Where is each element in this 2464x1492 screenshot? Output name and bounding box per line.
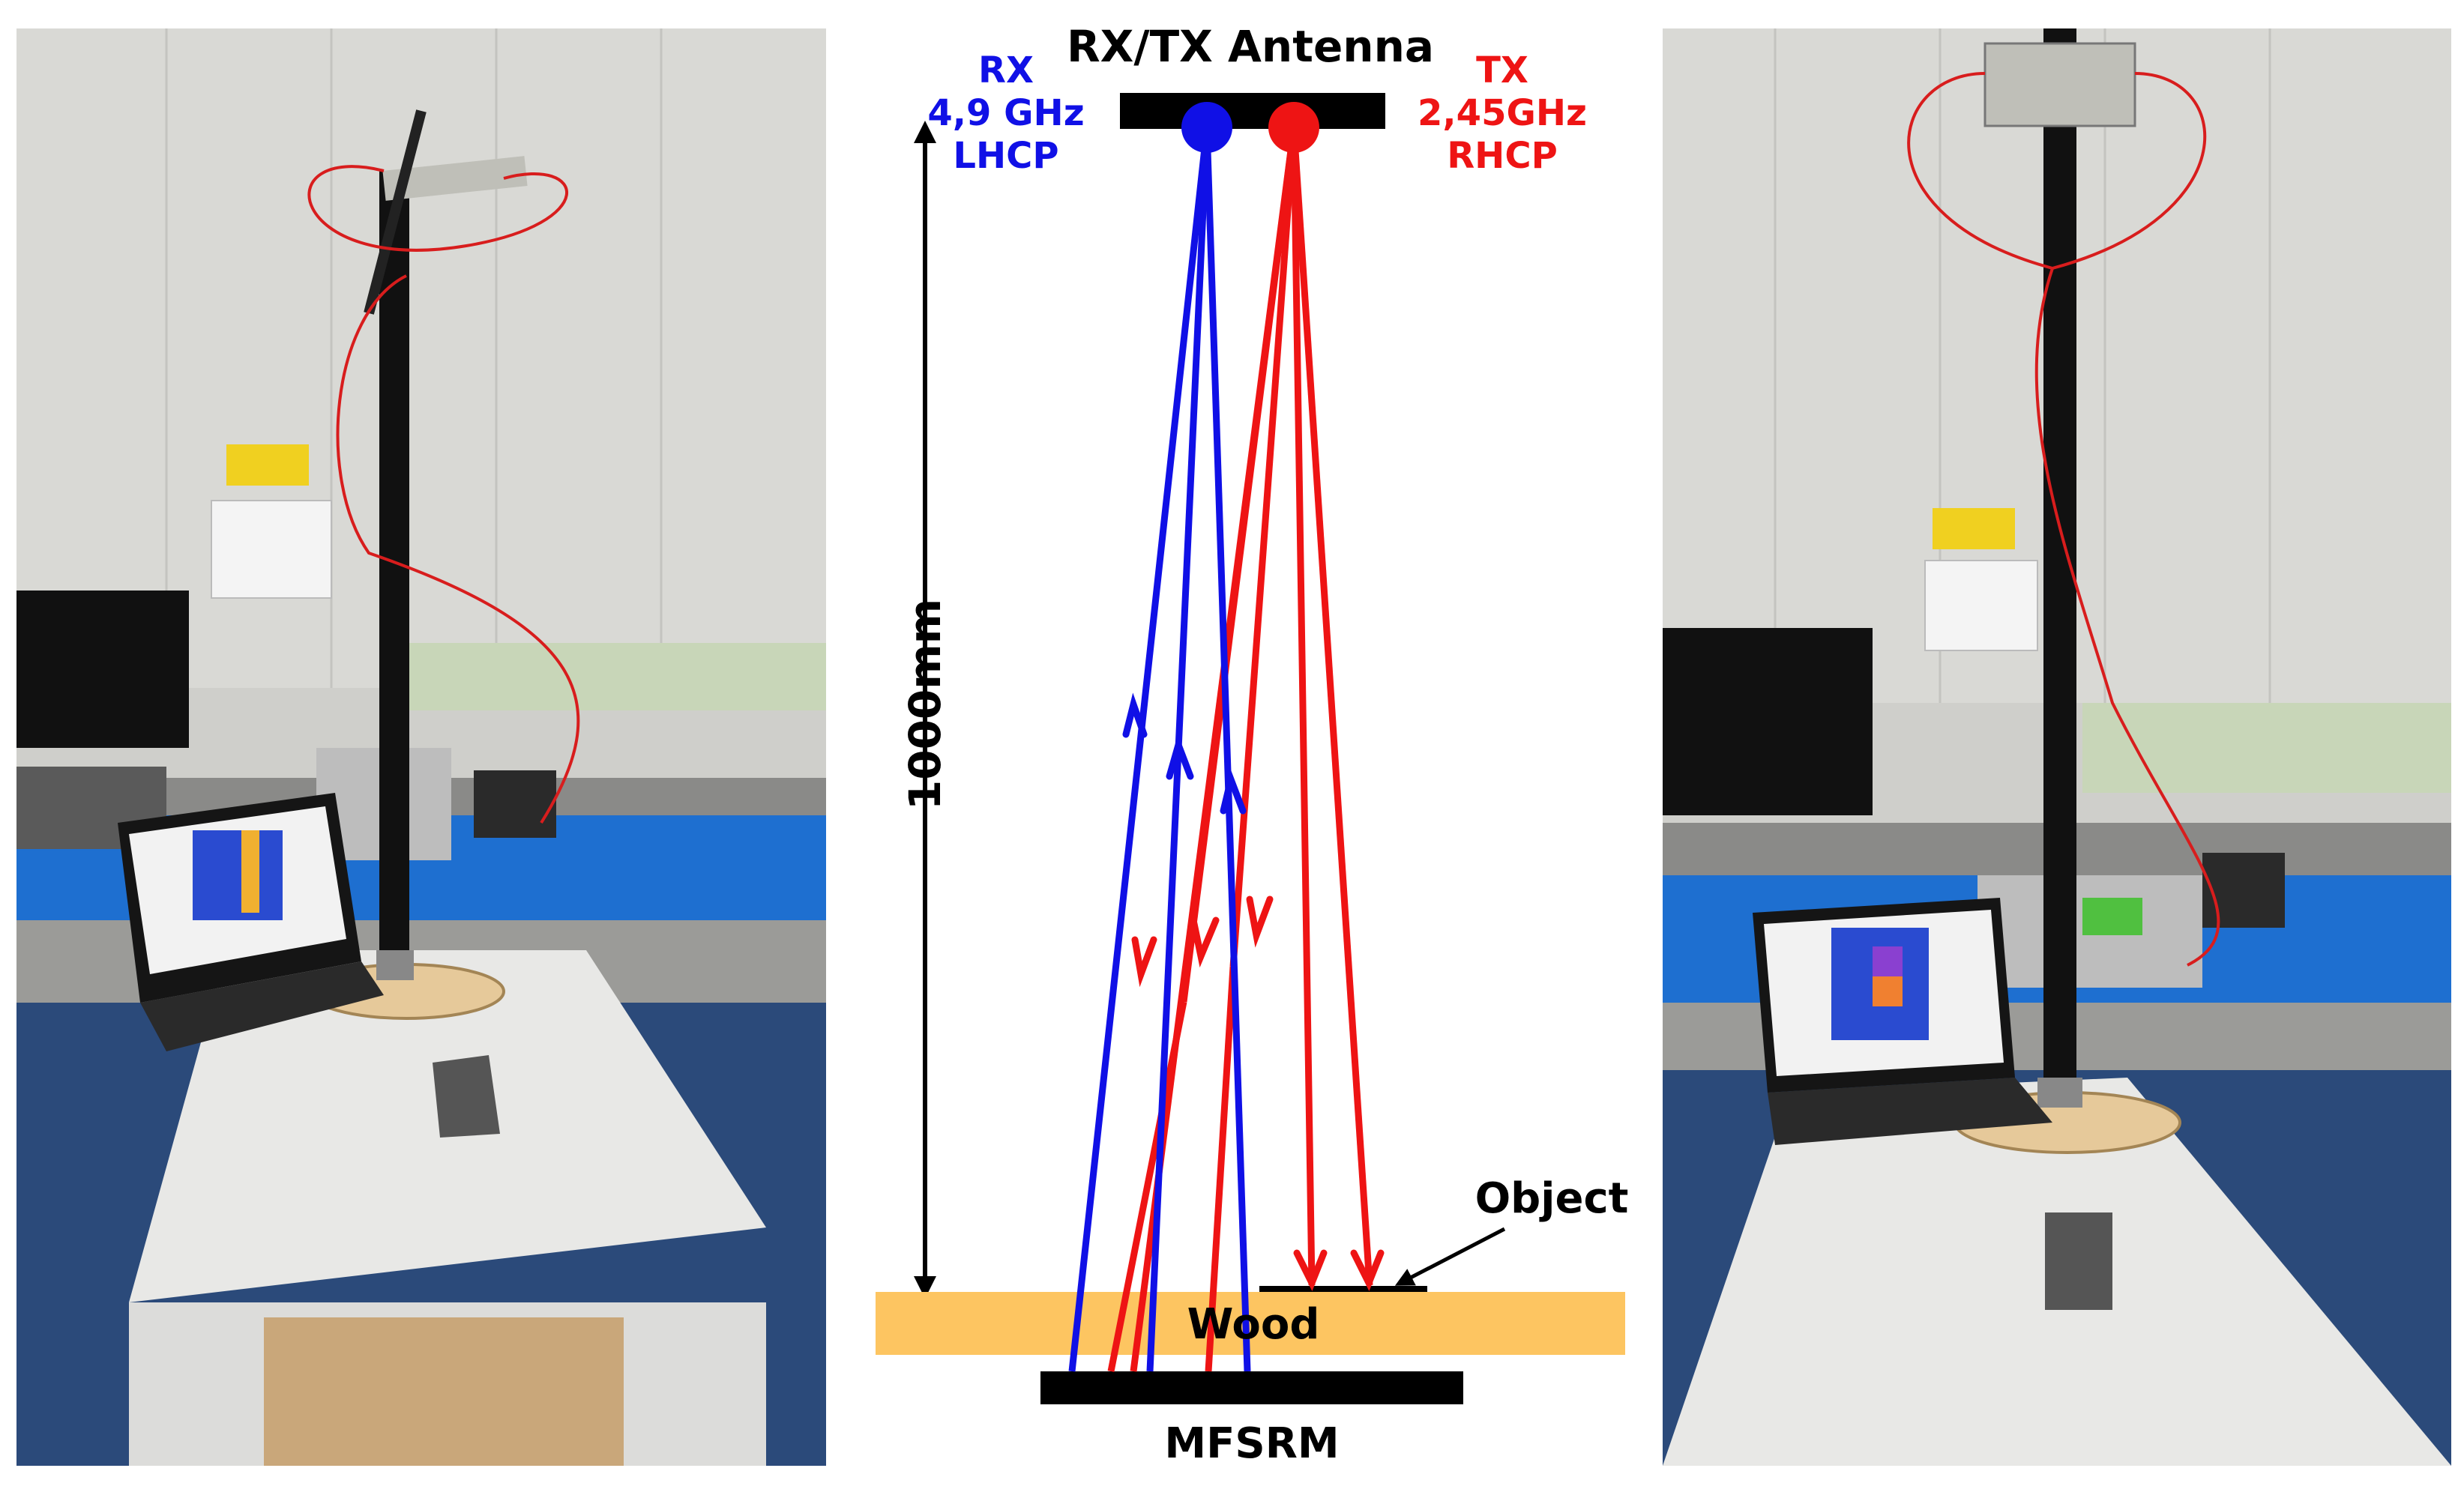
tx-arrow-1: [1131, 936, 1157, 988]
diagram-canvas: RX/TX Antenna RX 4,9 GHz LHCP TX 2,45GHz…: [876, 21, 1629, 1468]
object-pointer: [1394, 1227, 1506, 1286]
rx-label-line1: RX: [978, 49, 1034, 91]
rx-label: RX 4,9 GHz LHCP: [927, 49, 1084, 177]
mfsrm-bar: [1040, 1371, 1463, 1404]
tx-label-line3: RHCP: [1447, 135, 1558, 177]
rx-beam-1: [1068, 127, 1211, 1372]
antenna-bar: [1120, 93, 1385, 129]
telephone-icon: [474, 770, 556, 838]
rx-arrow-2: [1166, 734, 1194, 780]
rx-label-line3: LHCP: [953, 135, 1058, 177]
rx-arrow-1: [1122, 692, 1148, 738]
lab-photo-left: [16, 28, 826, 1466]
rx-beam-3: [1203, 127, 1251, 1372]
tx-beam-3-lower: [1205, 966, 1237, 1372]
distance-label: 1000mm: [900, 599, 951, 810]
lab-photo-right-illustration: [1663, 28, 2451, 1466]
rx-element-icon: [1181, 102, 1232, 153]
tx-arrow-3: [1246, 895, 1274, 948]
warning-sign-icon: [1933, 508, 2015, 549]
tx-label-line1: TX: [1476, 49, 1528, 91]
rx-label-line2: 4,9 GHz: [927, 92, 1084, 134]
tx-label-line2: 2,45GHz: [1418, 92, 1587, 134]
tx-element-icon: [1268, 102, 1319, 153]
object-label: Object: [1475, 1174, 1629, 1223]
tx-arrow-4: [1293, 1249, 1328, 1291]
antenna-title: RX/TX Antenna: [1067, 21, 1434, 72]
wood-layer: [876, 1292, 1625, 1355]
telephone-icon: [2202, 853, 2285, 928]
monitor-icon: [1663, 628, 1873, 815]
lab-photo-right: [1663, 28, 2451, 1466]
antenna-mast: [379, 171, 409, 980]
antenna-icon: [382, 156, 528, 201]
mfsrm-label: MFSRM: [1164, 1419, 1339, 1468]
monitor-icon: [16, 591, 189, 748]
tx-direction-arrows: [1131, 895, 1385, 1291]
measurement-diagram: RX/TX Antenna RX 4,9 GHz LHCP TX 2,45GHz…: [826, 0, 1663, 1492]
object-plate: [1259, 1286, 1427, 1292]
tx-beam-3: [1229, 127, 1298, 967]
lab-photo-left-illustration: [16, 28, 826, 1466]
tx-arrow-5: [1350, 1249, 1385, 1291]
tx-arrow-2: [1190, 916, 1220, 968]
tx-beam-5: [1290, 127, 1373, 1286]
wood-label: Wood: [1187, 1300, 1320, 1349]
warning-sign-icon: [226, 444, 309, 486]
rx-arrow-3: [1220, 767, 1247, 815]
tx-label: TX 2,45GHz RHCP: [1418, 49, 1587, 177]
tx-beam-4: [1290, 127, 1316, 1286]
rx-direction-arrows: [1122, 692, 1247, 815]
antenna-icon: [1983, 42, 2136, 127]
cardboard-box: [264, 1317, 624, 1466]
